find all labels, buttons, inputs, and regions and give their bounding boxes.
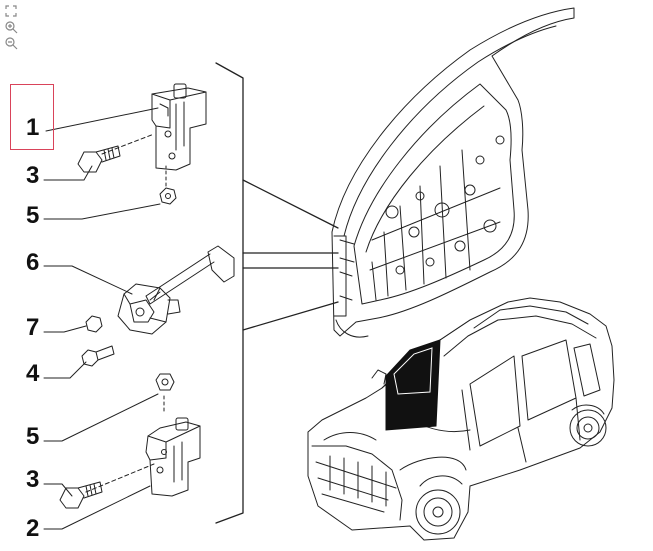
highlighted-door-window [393, 347, 433, 395]
upper-bolt-part[interactable] [77, 145, 121, 173]
zoom-out-icon[interactable] [4, 36, 18, 50]
group-bracket [215, 62, 339, 524]
check-screw-part[interactable] [81, 345, 115, 367]
lower-hinge-part[interactable] [145, 417, 201, 497]
vehicle-drawing [307, 297, 615, 541]
callout-1[interactable]: 1 [26, 114, 40, 141]
lower-nut-part[interactable] [155, 373, 175, 391]
callout-5[interactable]: 5 [26, 202, 40, 229]
callout-5-lower[interactable]: 5 [26, 423, 40, 450]
viewer-toolbar [4, 4, 20, 52]
callout-3-lower[interactable]: 3 [26, 466, 40, 493]
lower-bolt-part[interactable] [59, 481, 103, 509]
zoom-in-icon[interactable] [4, 20, 18, 34]
callout-6[interactable]: 6 [26, 249, 40, 276]
callout-2[interactable]: 2 [26, 515, 40, 542]
upper-nut-part[interactable] [159, 187, 177, 205]
door-panel-drawing [331, 7, 575, 338]
upper-hinge-part[interactable] [151, 83, 207, 171]
callout-3[interactable]: 3 [26, 162, 40, 189]
callout-4[interactable]: 4 [26, 360, 40, 387]
check-nut-part[interactable] [85, 315, 103, 333]
door-check-part[interactable] [117, 245, 235, 335]
leader-lines [43, 107, 167, 530]
callout-7[interactable]: 7 [26, 314, 40, 341]
fit-icon[interactable] [4, 4, 18, 18]
